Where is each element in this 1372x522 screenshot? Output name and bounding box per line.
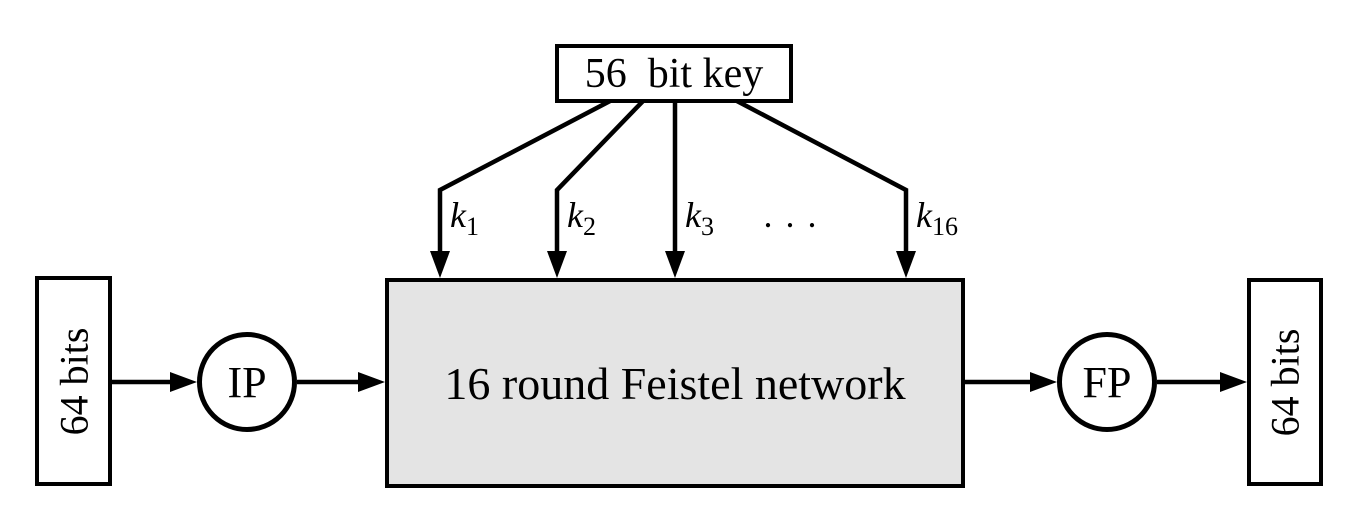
fp-node-label: FP: [1082, 357, 1132, 407]
round-key-label-k2: k2: [567, 197, 596, 240]
key-fanout-line-k2: [554, 98, 646, 254]
key-arrowhead-k16-icon: [896, 251, 916, 278]
key-arrowhead-k1-icon: [430, 251, 450, 278]
arrow-fp-to-output-head-icon: [1220, 372, 1247, 392]
arrow-feistel-to-fp-head-icon: [1030, 372, 1057, 392]
fp-node: FP: [1057, 332, 1157, 432]
key-arrowhead-k3-icon: [665, 251, 685, 278]
round-key-k1-subscript: 1: [465, 212, 479, 241]
round-key-k16-base: k: [916, 195, 932, 235]
round-key-ellipsis: . . .: [763, 195, 819, 235]
feistel-network-box: 16 round Feistel network: [385, 278, 965, 488]
key-arrowhead-k2-icon: [547, 251, 567, 278]
round-key-k3-subscript: 3: [700, 212, 714, 241]
arrow-ip-to-feistel-head-icon: [358, 372, 385, 392]
input-bits-box: 64 bits: [35, 276, 112, 486]
round-key-k2-subscript: 2: [582, 212, 596, 241]
input-bits-label: 64 bits: [51, 327, 97, 435]
key-box-label: 56 bit key: [584, 50, 764, 97]
round-key-label-k3: k3: [685, 197, 714, 240]
round-key-label-k16: k16: [916, 197, 958, 240]
ip-node-label: IP: [227, 357, 267, 407]
output-bits-label: 64 bits: [1262, 328, 1308, 436]
key-fanout-line-k16: [733, 98, 909, 254]
key-fanout-line-k1: [437, 98, 614, 254]
arrow-input-to-ip-head-icon: [170, 372, 197, 392]
round-key-k1-base: k: [450, 195, 466, 235]
key-box: 56 bit key: [555, 44, 793, 103]
round-key-label-k1: k1: [450, 197, 479, 240]
feistel-network-label: 16 round Feistel network: [444, 357, 906, 409]
round-key-k3-base: k: [685, 195, 701, 235]
round-key-k2-base: k: [567, 195, 583, 235]
ip-node: IP: [197, 332, 297, 432]
output-bits-box: 64 bits: [1247, 278, 1323, 486]
round-key-k16-subscript: 16: [931, 212, 958, 241]
